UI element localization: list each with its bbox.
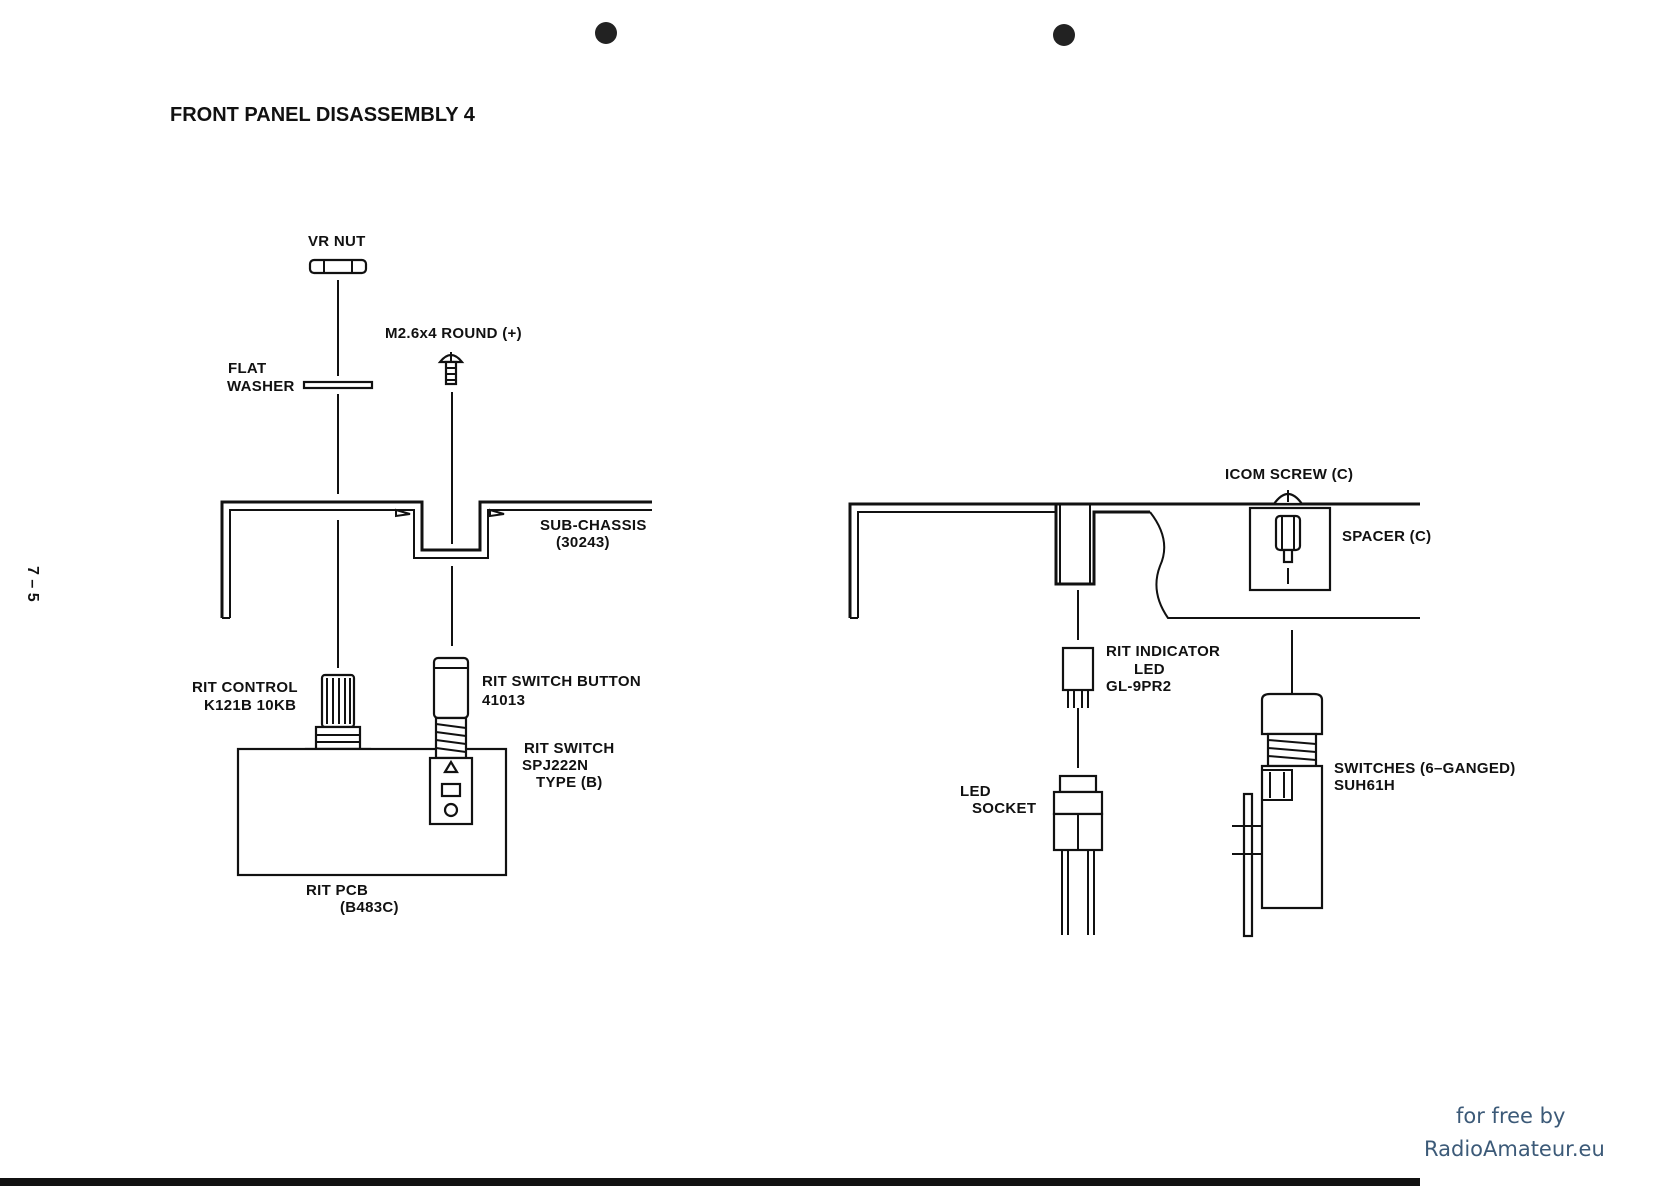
flat-washer-part bbox=[304, 382, 372, 388]
rit-switch-label-1: RIT SWITCH bbox=[524, 740, 615, 757]
sub-chassis-label-1: SUB-CHASSIS bbox=[540, 517, 647, 534]
spacer-label: SPACER (C) bbox=[1342, 528, 1431, 545]
flat-washer-label-1: FLAT bbox=[228, 360, 266, 377]
rit-indicator-label-2: LED bbox=[1134, 661, 1165, 678]
switches-label-1: SWITCHES (6–GANGED) bbox=[1334, 760, 1516, 777]
page-title: FRONT PANEL DISASSEMBLY 4 bbox=[170, 104, 476, 126]
rit-pcb-label-1: RIT PCB bbox=[306, 882, 368, 899]
sub-chassis-label-2: (30243) bbox=[556, 534, 610, 551]
vr-nut-part bbox=[310, 260, 366, 273]
icom-screw-label: ICOM SCREW (C) bbox=[1225, 466, 1353, 483]
switches-part bbox=[1232, 694, 1322, 936]
page-number: 7 – 5 bbox=[24, 566, 41, 602]
switches-label-2: SUH61H bbox=[1334, 777, 1395, 794]
screw-label: M2.6x4 ROUND (+) bbox=[385, 325, 522, 342]
rit-switch-button-label-1: RIT SWITCH BUTTON bbox=[482, 673, 641, 690]
rit-control-label-2: K121B 10KB bbox=[204, 697, 296, 714]
rit-indicator-label-3: GL-9PR2 bbox=[1106, 678, 1171, 695]
watermark-line-2: RadioAmateur.eu bbox=[1424, 1137, 1605, 1161]
right-assembly: ICOM SCREW (C) SPACER (C) RIT INDICATOR … bbox=[850, 466, 1516, 936]
rit-switch-part bbox=[430, 718, 472, 824]
led-socket-label-2: SOCKET bbox=[972, 800, 1036, 817]
bottom-edge-bar bbox=[0, 1178, 1420, 1186]
binder-hole-right bbox=[1053, 24, 1075, 46]
rit-pcb-label-2: (B483C) bbox=[340, 899, 399, 916]
left-assembly: VR NUT FLAT WASHER M2.6x4 ROUND (+) SUB-… bbox=[192, 233, 652, 916]
rit-indicator-led-part bbox=[1063, 648, 1093, 708]
rit-control-label-1: RIT CONTROL bbox=[192, 679, 298, 696]
rit-switch-label-2: SPJ222N bbox=[522, 757, 588, 774]
watermark-line-1: for free by bbox=[1456, 1104, 1565, 1128]
binder-hole-left bbox=[595, 22, 617, 44]
rit-switch-label-3: TYPE (B) bbox=[536, 774, 603, 791]
led-socket-part bbox=[1054, 776, 1102, 935]
flat-washer-label-2: WASHER bbox=[227, 378, 295, 395]
screw-part bbox=[440, 352, 462, 384]
front-panel-frame bbox=[850, 504, 1150, 618]
vr-nut-label: VR NUT bbox=[308, 233, 366, 250]
led-socket-label-1: LED bbox=[960, 783, 991, 800]
rit-switch-button-label-2: 41013 bbox=[482, 692, 525, 709]
rit-indicator-label-1: RIT INDICATOR bbox=[1106, 643, 1220, 660]
